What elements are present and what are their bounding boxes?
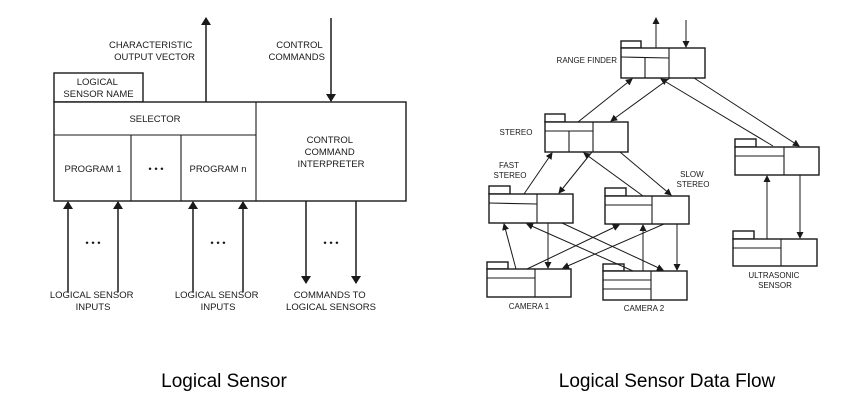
edge-range-finder-to-stereo (610, 77, 671, 122)
edge-slow-stereo-to-camera-1 (562, 223, 665, 269)
data-flow-caption: Logical Sensor Data Flow (559, 371, 776, 392)
edge-camera-1-to-slow-stereo (526, 224, 620, 270)
stereo-label: STEREO (500, 128, 533, 137)
control-commands-label: CONTROL COMMANDS (269, 40, 325, 63)
inputs-ellipsis-2: • • • (210, 238, 225, 249)
edge-stereo-to-fast-stereo (558, 151, 593, 194)
logical-sensor-inputs-label-2: LOGICAL SENSOR INPUTS (175, 290, 261, 313)
edge-fast-stereo-to-camera-2 (561, 222, 664, 271)
control-command-interpreter-label: CONTROL COMMAND INTERPRETER (297, 135, 364, 170)
edge-camera-1-to-fast-stereo (502, 223, 517, 270)
node-stereo (544, 113, 629, 153)
node-range-finder (620, 40, 706, 79)
edge-range-finder-to-ultrasonic-proc (693, 77, 800, 147)
ultrasonic-sensor-label: ULTRASONIC SENSOR (748, 271, 801, 290)
node-ultrasonic-processor (734, 138, 820, 176)
inputs-ellipsis-1: • • • (85, 238, 100, 249)
edge-stereo-to-range-finder (577, 78, 633, 123)
commands-to-logical-sensors-label: COMMANDS TO LOGICAL SENSORS (286, 290, 376, 313)
node-camera-1 (486, 261, 572, 298)
node-camera-2 (602, 263, 688, 301)
logical-sensor-diagram: CHARACTERISTIC OUTPUT VECTOR CONTROL COM… (50, 17, 407, 392)
edge-camera-2-to-fast-stereo (526, 223, 634, 272)
range-finder-label: RANGE FINDER (557, 56, 618, 65)
edge-slow-stereo-to-stereo (583, 152, 644, 197)
logical-sensor-data-flow-diagram: RANGE FINDER STEREO FAST STERE (486, 17, 820, 392)
output-vector-label: CHARACTERISTIC OUTPUT VECTOR (109, 40, 195, 63)
program-n-label: PROGRAM n (189, 164, 246, 175)
camera-2-label: CAMERA 2 (624, 304, 665, 313)
edge-ultrasonic-proc-to-range-finder (660, 78, 774, 147)
commands-ellipsis: • • • (323, 238, 338, 249)
program-1-label: PROGRAM 1 (64, 164, 121, 175)
logical-sensor-inputs-label-1: LOGICAL SENSOR INPUTS (50, 290, 136, 313)
logical-sensor-main-box (53, 101, 407, 202)
logical-sensor-caption: Logical Sensor (161, 371, 287, 392)
logical-sensor-name-box (53, 72, 144, 103)
node-fast-stereo (488, 185, 574, 224)
camera-1-label: CAMERA 1 (509, 302, 550, 311)
slow-stereo-label: SLOW STEREO (677, 170, 710, 189)
fast-stereo-label: FAST STEREO (494, 161, 527, 180)
node-slow-stereo (604, 187, 690, 225)
node-ultrasonic-sensor (732, 230, 818, 267)
selector-label: SELECTOR (129, 114, 180, 125)
edge-stereo-to-slow-stereo (619, 151, 672, 196)
edge-fast-stereo-to-stereo (523, 152, 553, 195)
program-ellipsis: • • • (148, 164, 163, 175)
logical-sensor-name-label: LOGICAL SENSOR NAME (63, 77, 133, 100)
